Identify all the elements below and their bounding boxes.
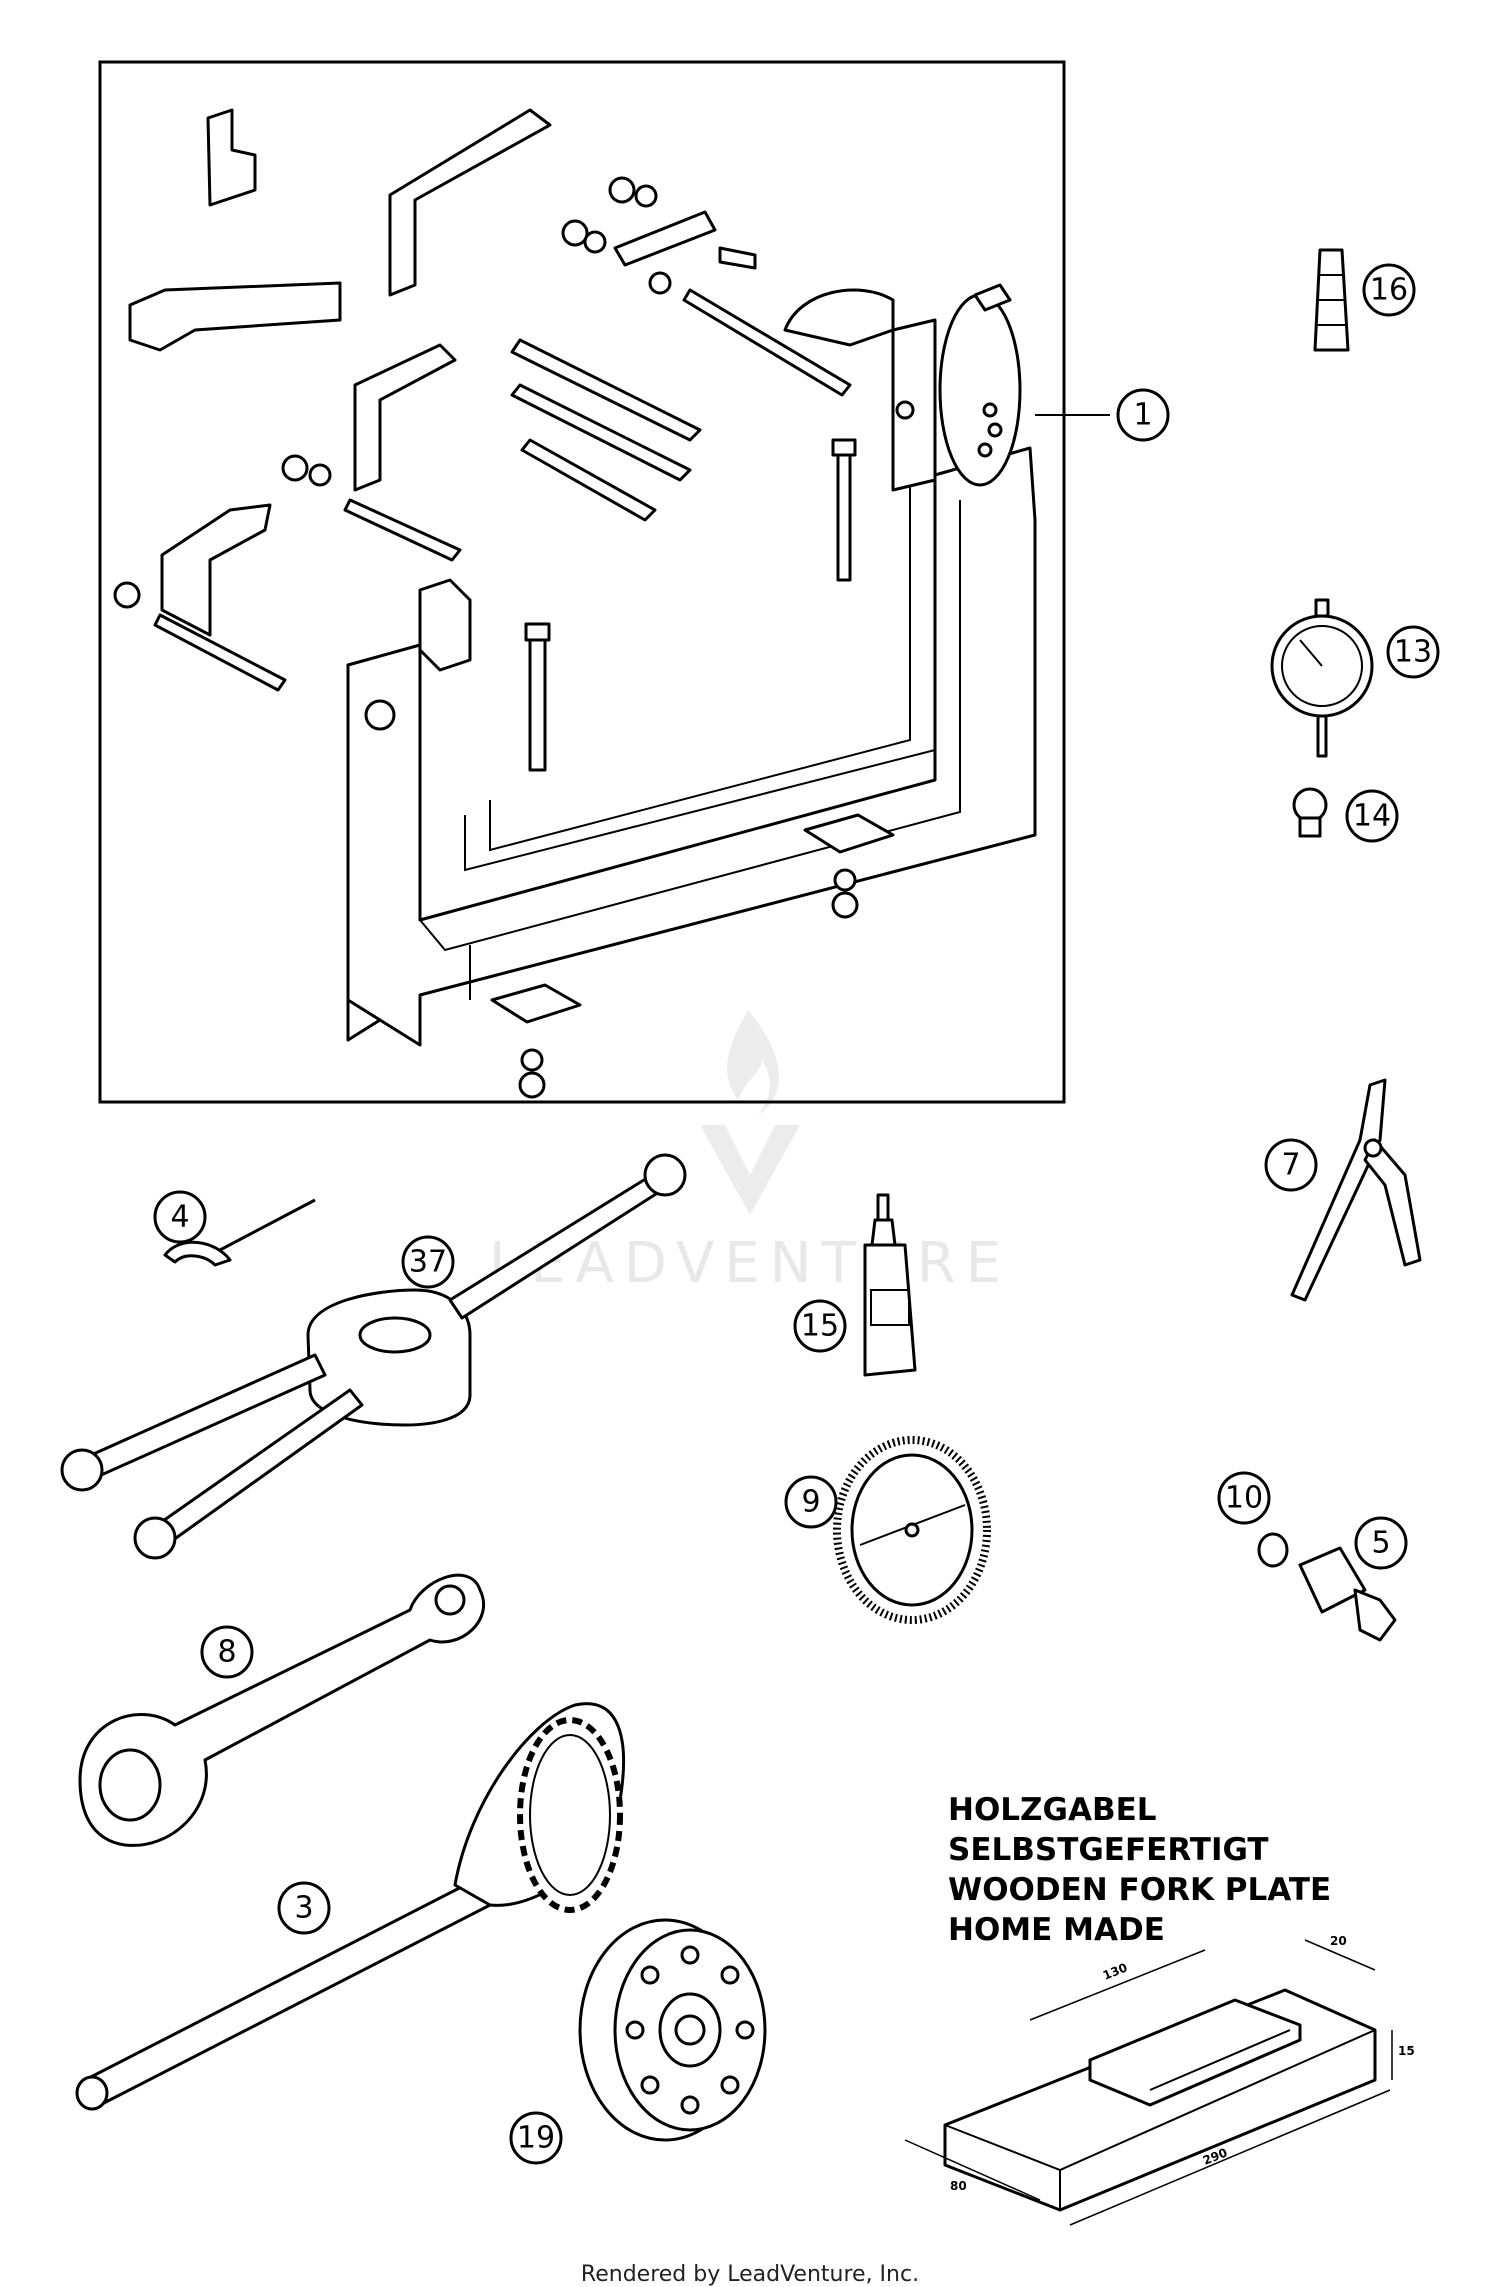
note-line-1: HOLZGABEL [948, 1792, 1157, 1828]
callout-circle [1362, 263, 1416, 317]
callout-1: 1 [1116, 388, 1170, 442]
callout-label: 14 [1353, 799, 1391, 834]
callout-circle [200, 1625, 254, 1679]
note-line-3: WOODEN FORK PLATE [948, 1872, 1331, 1908]
callout-10: 10 [1217, 1471, 1271, 1525]
callout-circle [401, 1235, 455, 1289]
part-8-wrench [78, 1573, 486, 1847]
part-9-degree-wheel [833, 1436, 991, 1624]
wooden-fork-plate: 130 20 15 290 80 [904, 1934, 1415, 2226]
callout-circle [1345, 789, 1399, 843]
callout-8: 8 [200, 1625, 254, 1679]
callout-14: 14 [1345, 789, 1399, 843]
part-14-adapter [1292, 787, 1328, 838]
dim-length: 130 [1101, 1960, 1129, 1982]
part-3-clutch-holder [75, 1702, 626, 2111]
callout-16: 16 [1362, 263, 1416, 317]
callout-circle [1264, 1138, 1318, 1192]
callout-circle [784, 1475, 838, 1529]
callout-label: 37 [409, 1245, 447, 1280]
callout-5: 5 [1354, 1516, 1408, 1570]
callout-label: 15 [801, 1309, 839, 1344]
callout-label: 16 [1370, 273, 1408, 308]
callout-label: 1 [1133, 398, 1152, 433]
callout-19: 19 [509, 2111, 563, 2165]
callout-7: 7 [1264, 1138, 1318, 1192]
callout-label: 8 [217, 1635, 236, 1670]
note-line-2: SELBSTGEFERTIGT [948, 1832, 1269, 1868]
callout-circle [1116, 388, 1170, 442]
part-7-circlip-pliers [1290, 1078, 1422, 1302]
part-10-sleeve [1257, 1532, 1289, 1568]
callout-label: 9 [801, 1485, 820, 1520]
frame-box [98, 60, 1066, 1104]
dim-width: 20 [1330, 1934, 1347, 1948]
callout-label: 19 [517, 2121, 555, 2156]
callout-label: 10 [1225, 1481, 1263, 1516]
part-16-bottle [1313, 248, 1350, 352]
callout-label: 13 [1394, 635, 1432, 670]
callout-label: 3 [294, 1891, 313, 1926]
watermark: LEADVENTURE [489, 1010, 1001, 1296]
dim-height: 15 [1398, 2044, 1415, 2058]
callout-circle [793, 1299, 847, 1353]
callout-circle [1217, 1471, 1271, 1525]
callout-37: 37 [401, 1235, 455, 1289]
callout-label: 7 [1281, 1148, 1300, 1183]
callout-circle [1386, 625, 1440, 679]
part-13-dial-gauge [1270, 598, 1374, 758]
part-37-clamp [60, 1153, 687, 1560]
part-5-puller [1298, 1546, 1397, 1642]
fork-frame-assembly [113, 108, 1110, 1099]
dim-base-width: 80 [950, 2179, 967, 2193]
callout-circle [153, 1190, 207, 1244]
note: HOLZGABEL SELBSTGEFERTIGT WOODEN FORK PL… [948, 1792, 1331, 1948]
callout-label: 5 [1371, 1526, 1390, 1561]
callout-group: 1 16 13 14 7 4 37 15 9 10 5 8 3 19 [153, 263, 1440, 2165]
part-15-bottle [863, 1193, 917, 1377]
callout-9: 9 [784, 1475, 838, 1529]
part-19-rotor [578, 1918, 767, 2142]
callout-label: 4 [170, 1200, 189, 1235]
callout-circle [1354, 1516, 1408, 1570]
callout-3: 3 [277, 1881, 331, 1935]
callout-15: 15 [793, 1299, 847, 1353]
callout-13: 13 [1386, 625, 1440, 679]
footer-credit: Rendered by LeadVenture, Inc. [580, 2262, 920, 2287]
callout-circle [509, 2111, 563, 2165]
callout-4: 4 [153, 1190, 207, 1244]
part-4-tool [163, 1198, 316, 1267]
callout-circle [277, 1881, 331, 1935]
note-line-4: HOME MADE [948, 1912, 1165, 1948]
